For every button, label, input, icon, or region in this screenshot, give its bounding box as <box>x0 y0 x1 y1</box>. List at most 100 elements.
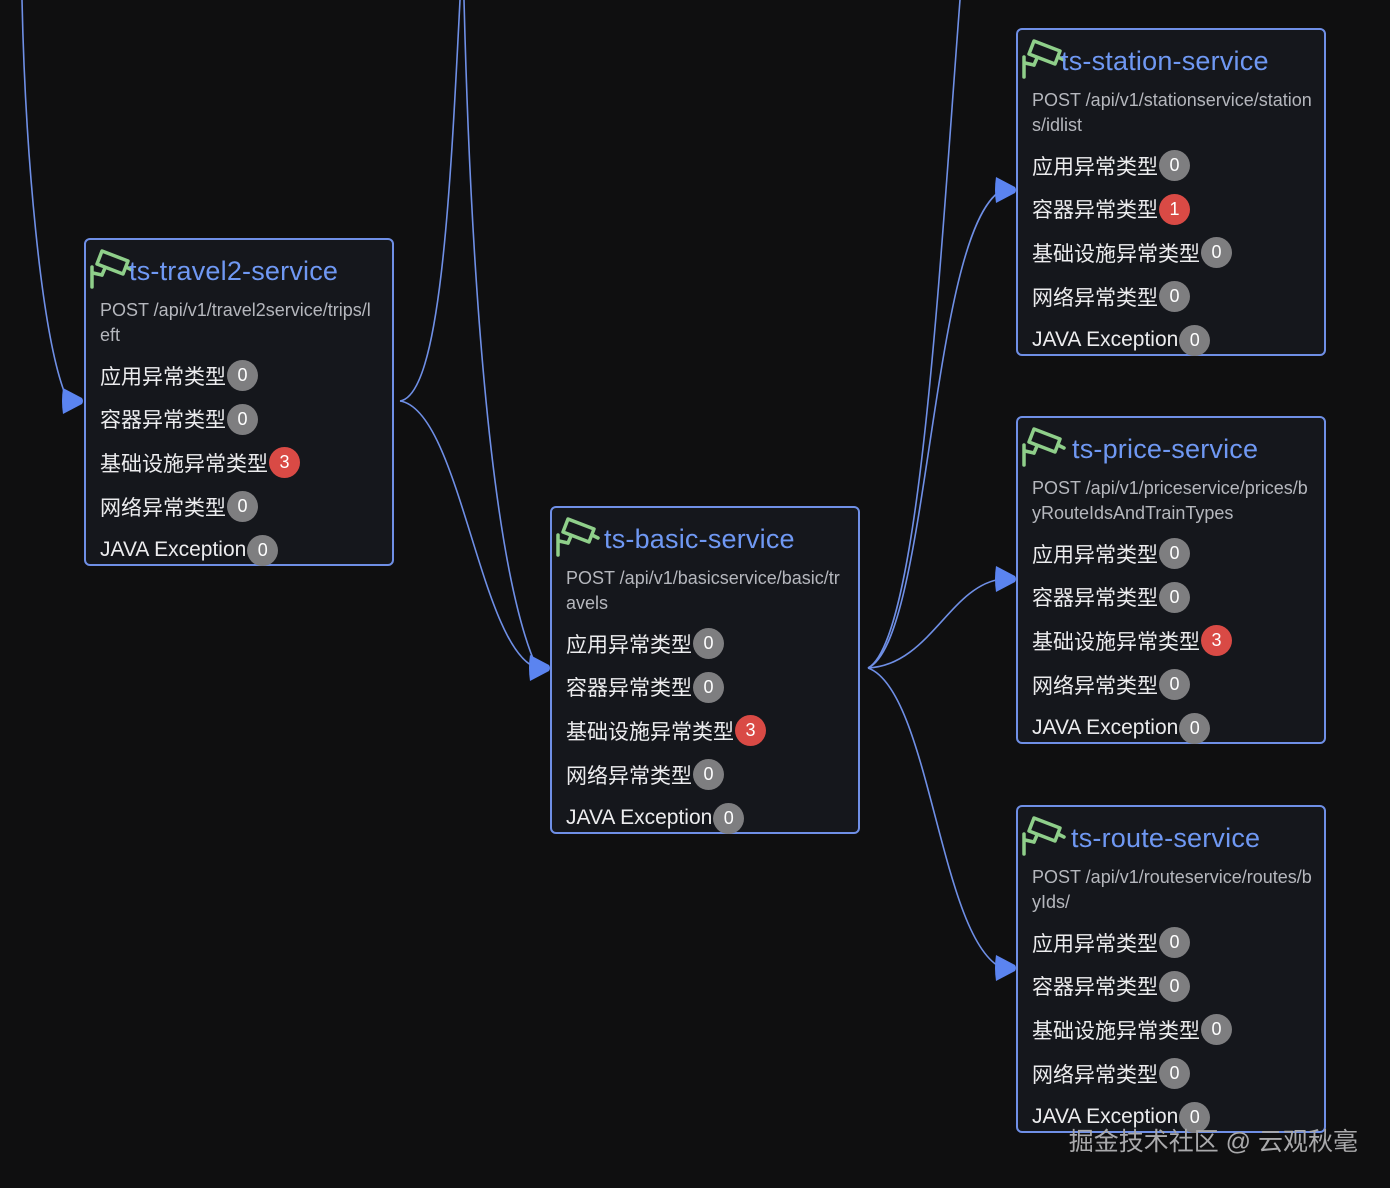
edge-basic-to-station <box>867 189 1003 669</box>
node-header: ts-route-service <box>1018 807 1324 861</box>
service-node-price[interactable]: ts-price-service POST /api/v1/priceservi… <box>1016 416 1326 744</box>
anomaly-label: JAVA Exception <box>1032 1105 1179 1129</box>
anomaly-label: 容器异常类型 <box>100 409 226 433</box>
endpoint-text: POST /api/v1/priceservice/prices/byRoute… <box>1032 478 1308 523</box>
count-badge: 0 <box>227 403 258 435</box>
service-node-station[interactable]: ts-station-service POST /api/v1/stations… <box>1016 28 1326 356</box>
count-badge: 1 <box>1159 193 1190 225</box>
anomaly-label: 容器异常类型 <box>566 677 692 701</box>
arrowhead-route <box>995 955 1016 981</box>
anomaly-label: 网络异常类型 <box>1032 1063 1158 1087</box>
count-badge: 0 <box>227 360 258 392</box>
edge-travel2-to-offscreen <box>399 0 461 402</box>
count-badge: 0 <box>1179 324 1211 356</box>
endpoint-text: POST /api/v1/travel2service/trips/left <box>100 300 371 345</box>
anomaly-label: 网络异常类型 <box>1032 674 1158 698</box>
count-badge: 0 <box>1159 281 1190 313</box>
count-badge: 3 <box>269 447 300 479</box>
anomaly-label: 网络异常类型 <box>1032 286 1158 310</box>
edge-offscreen-to-travel2 <box>21 0 69 402</box>
count-badge: 0 <box>1159 581 1190 613</box>
anomaly-label: 基础设施异常类型 <box>566 720 734 744</box>
anomaly-label: JAVA Exception <box>100 538 247 562</box>
count-badge: 0 <box>693 628 724 660</box>
service-node-travel2[interactable]: ts-travel2-service POST /api/v1/travel2s… <box>84 238 394 566</box>
watermark: 掘金技术社区 @ 云观秋毫 <box>1068 1128 1358 1156</box>
camera-icon <box>1022 39 1066 79</box>
endpoint-text: POST /api/v1/stationservice/stations/idl… <box>1032 90 1312 135</box>
anomaly-label: 容器异常类型 <box>1032 976 1158 1000</box>
anomaly-label: 容器异常类型 <box>1032 587 1158 611</box>
service-title[interactable]: ts-route-service <box>1071 823 1261 853</box>
count-badge: 0 <box>247 534 279 566</box>
count-badge: 0 <box>1159 1058 1190 1090</box>
count-badge: 0 <box>1159 538 1190 570</box>
anomaly-label: 应用异常类型 <box>100 365 226 389</box>
camera-icon <box>556 517 600 557</box>
node-header: ts-price-service <box>1018 418 1324 472</box>
anomaly-label: 基础设施异常类型 <box>100 452 268 476</box>
anomaly-label: 网络异常类型 <box>566 764 692 788</box>
service-title[interactable]: ts-station-service <box>1061 46 1269 76</box>
service-node-basic[interactable]: ts-basic-service POST /api/v1/basicservi… <box>550 506 860 834</box>
count-badge: 0 <box>1159 970 1190 1002</box>
anomaly-label: 应用异常类型 <box>1032 155 1158 179</box>
service-node-route[interactable]: ts-route-service POST /api/v1/routeservi… <box>1016 805 1326 1133</box>
count-badge: 0 <box>1179 1101 1211 1133</box>
node-header: ts-station-service <box>1018 30 1324 84</box>
anomaly-label: 基础设施异常类型 <box>1032 630 1200 654</box>
anomaly-label: 应用异常类型 <box>566 633 692 657</box>
count-badge: 0 <box>1159 150 1190 182</box>
camera-icon <box>1022 816 1066 856</box>
camera-icon <box>90 249 134 289</box>
service-title[interactable]: ts-travel2-service <box>129 256 339 286</box>
count-badge: 0 <box>1179 712 1211 744</box>
endpoint-text: POST /api/v1/basicservice/basic/travels <box>566 568 840 613</box>
edge-basic-to-offscreen <box>867 0 961 669</box>
anomaly-label: 应用异常类型 <box>1032 932 1158 956</box>
count-badge: 3 <box>735 715 766 747</box>
anomaly-label: 网络异常类型 <box>100 496 226 520</box>
anomaly-label: JAVA Exception <box>566 806 713 830</box>
anomaly-label: 基础设施异常类型 <box>1032 1019 1200 1043</box>
count-badge: 0 <box>227 491 258 523</box>
service-title[interactable]: ts-price-service <box>1072 434 1259 464</box>
count-badge: 0 <box>693 671 724 703</box>
arrowhead-travel2 <box>62 388 83 414</box>
anomaly-label: JAVA Exception <box>1032 716 1179 740</box>
anomaly-label: 应用异常类型 <box>1032 543 1158 567</box>
arrowhead-basic <box>529 655 550 681</box>
service-title[interactable]: ts-basic-service <box>604 524 795 554</box>
count-badge: 3 <box>1201 625 1232 657</box>
arrowhead-station <box>995 177 1016 203</box>
